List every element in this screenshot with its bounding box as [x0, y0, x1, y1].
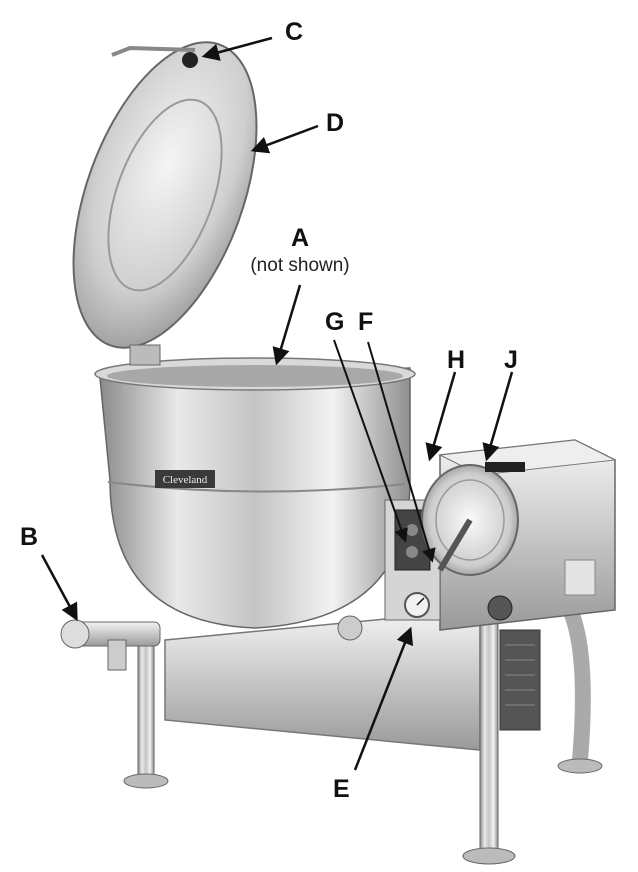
legs	[123, 595, 603, 865]
brand-plate-text: Cleveland	[163, 474, 208, 486]
callout-labels: C D A (not shown) B G F H J E	[20, 18, 518, 803]
label-d: D	[326, 109, 344, 137]
label-e: E	[333, 775, 350, 803]
label-a-note: (not shown)	[250, 255, 349, 276]
draw-off-valve	[60, 615, 363, 671]
label-g: G	[325, 308, 344, 336]
tilt-handwheel	[421, 462, 525, 576]
label-a: A	[291, 224, 309, 252]
arrow-c	[201, 36, 273, 61]
arrow-e	[353, 626, 414, 771]
arrow-g	[333, 339, 408, 543]
kettle-lid	[72, 41, 258, 366]
brand-plate	[155, 470, 215, 488]
arrow-b	[40, 554, 78, 622]
callout-arrows	[40, 36, 514, 771]
kettle-body: Cleveland	[94, 357, 416, 629]
arrow-j	[482, 371, 514, 462]
arrow-a	[272, 284, 302, 366]
label-c: C	[285, 18, 303, 46]
label-f: F	[358, 308, 373, 336]
arrow-d	[250, 124, 319, 154]
label-b: B	[20, 523, 38, 551]
label-h: H	[447, 346, 465, 374]
arrow-h	[425, 371, 457, 462]
arrow-f	[367, 341, 436, 563]
label-j: J	[504, 346, 518, 374]
base-cabinet	[164, 609, 481, 751]
lid-knob	[182, 52, 198, 68]
